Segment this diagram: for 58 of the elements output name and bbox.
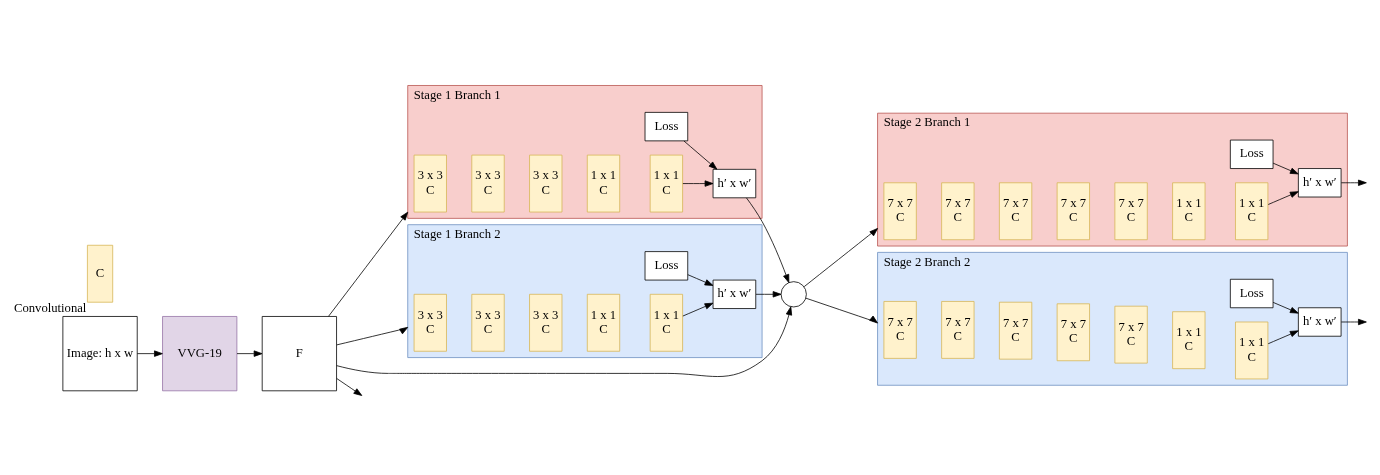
node-box: 1 x 1 C [649,154,683,213]
arrow [682,180,714,187]
node-box: 7 x 7 C [941,182,975,241]
node-box: 7 x 7 C [1114,305,1148,364]
node-box: 7 x 7 C [1056,182,1090,241]
node-box: 3 x 3 C [471,154,505,213]
node-box: Loss [644,112,689,142]
node-box: F [261,316,337,392]
arrow [336,378,363,396]
node-box: 1 x 1 C [1235,182,1269,241]
node-box: 1 x 1 C [586,293,621,352]
arrow [1267,191,1299,205]
node-box: 7 x 7 C [999,182,1033,241]
node-box: 1 x 1 C [649,293,683,352]
arrow [755,291,782,298]
node-box: h′ x w′ [712,279,757,309]
node-box: 7 x 7 C [941,301,975,359]
node-box: 3 x 3 C [529,154,563,213]
arrow [136,350,163,357]
node-box: Loss [1229,139,1274,169]
node-box: 7 x 7 C [999,301,1033,360]
node-box: h′ x w′ [1297,168,1342,198]
node-box: Loss [1229,278,1274,309]
arrow [1340,318,1367,326]
arrow [328,211,409,317]
arrow [683,140,718,170]
node-box: 1 x 1 C [1235,321,1269,380]
arrow [746,197,790,283]
arrow [1272,162,1299,175]
arrow [1267,330,1299,345]
node-box: h′ x w′ [1297,307,1342,337]
node-box: 7 x 7 C [883,301,917,359]
node-box: 3 x 3 C [529,293,563,352]
node-box: 3 x 3 C [413,154,447,213]
arrow [1340,179,1367,186]
arrow [687,274,714,286]
node-box: 7 x 7 C [1056,303,1090,362]
node-label: Convolutional [14,301,87,316]
node-box: 3 x 3 C [413,293,447,352]
arrow [336,326,409,346]
arrow [236,350,263,357]
node-box: VVG-19 [162,316,238,392]
node-box: 7 x 7 C [883,182,917,241]
node-box: Image: h x w [62,316,138,392]
node-box: 7 x 7 C [1114,182,1148,241]
node-box: 3 x 3 C [471,293,505,352]
node-box: 1 x 1 C [586,154,621,213]
arrow [805,297,878,324]
arrow [803,228,878,288]
arrow [1272,301,1299,314]
node-circle [780,281,807,308]
node-box: Loss [644,251,689,281]
node-box: C [87,244,114,303]
node-box: 1 x 1 C [1172,182,1206,241]
node-box: 1 x 1 C [1172,311,1206,370]
arrow [682,302,714,317]
arrow [336,306,793,377]
node-box: h′ x w′ [712,168,757,199]
